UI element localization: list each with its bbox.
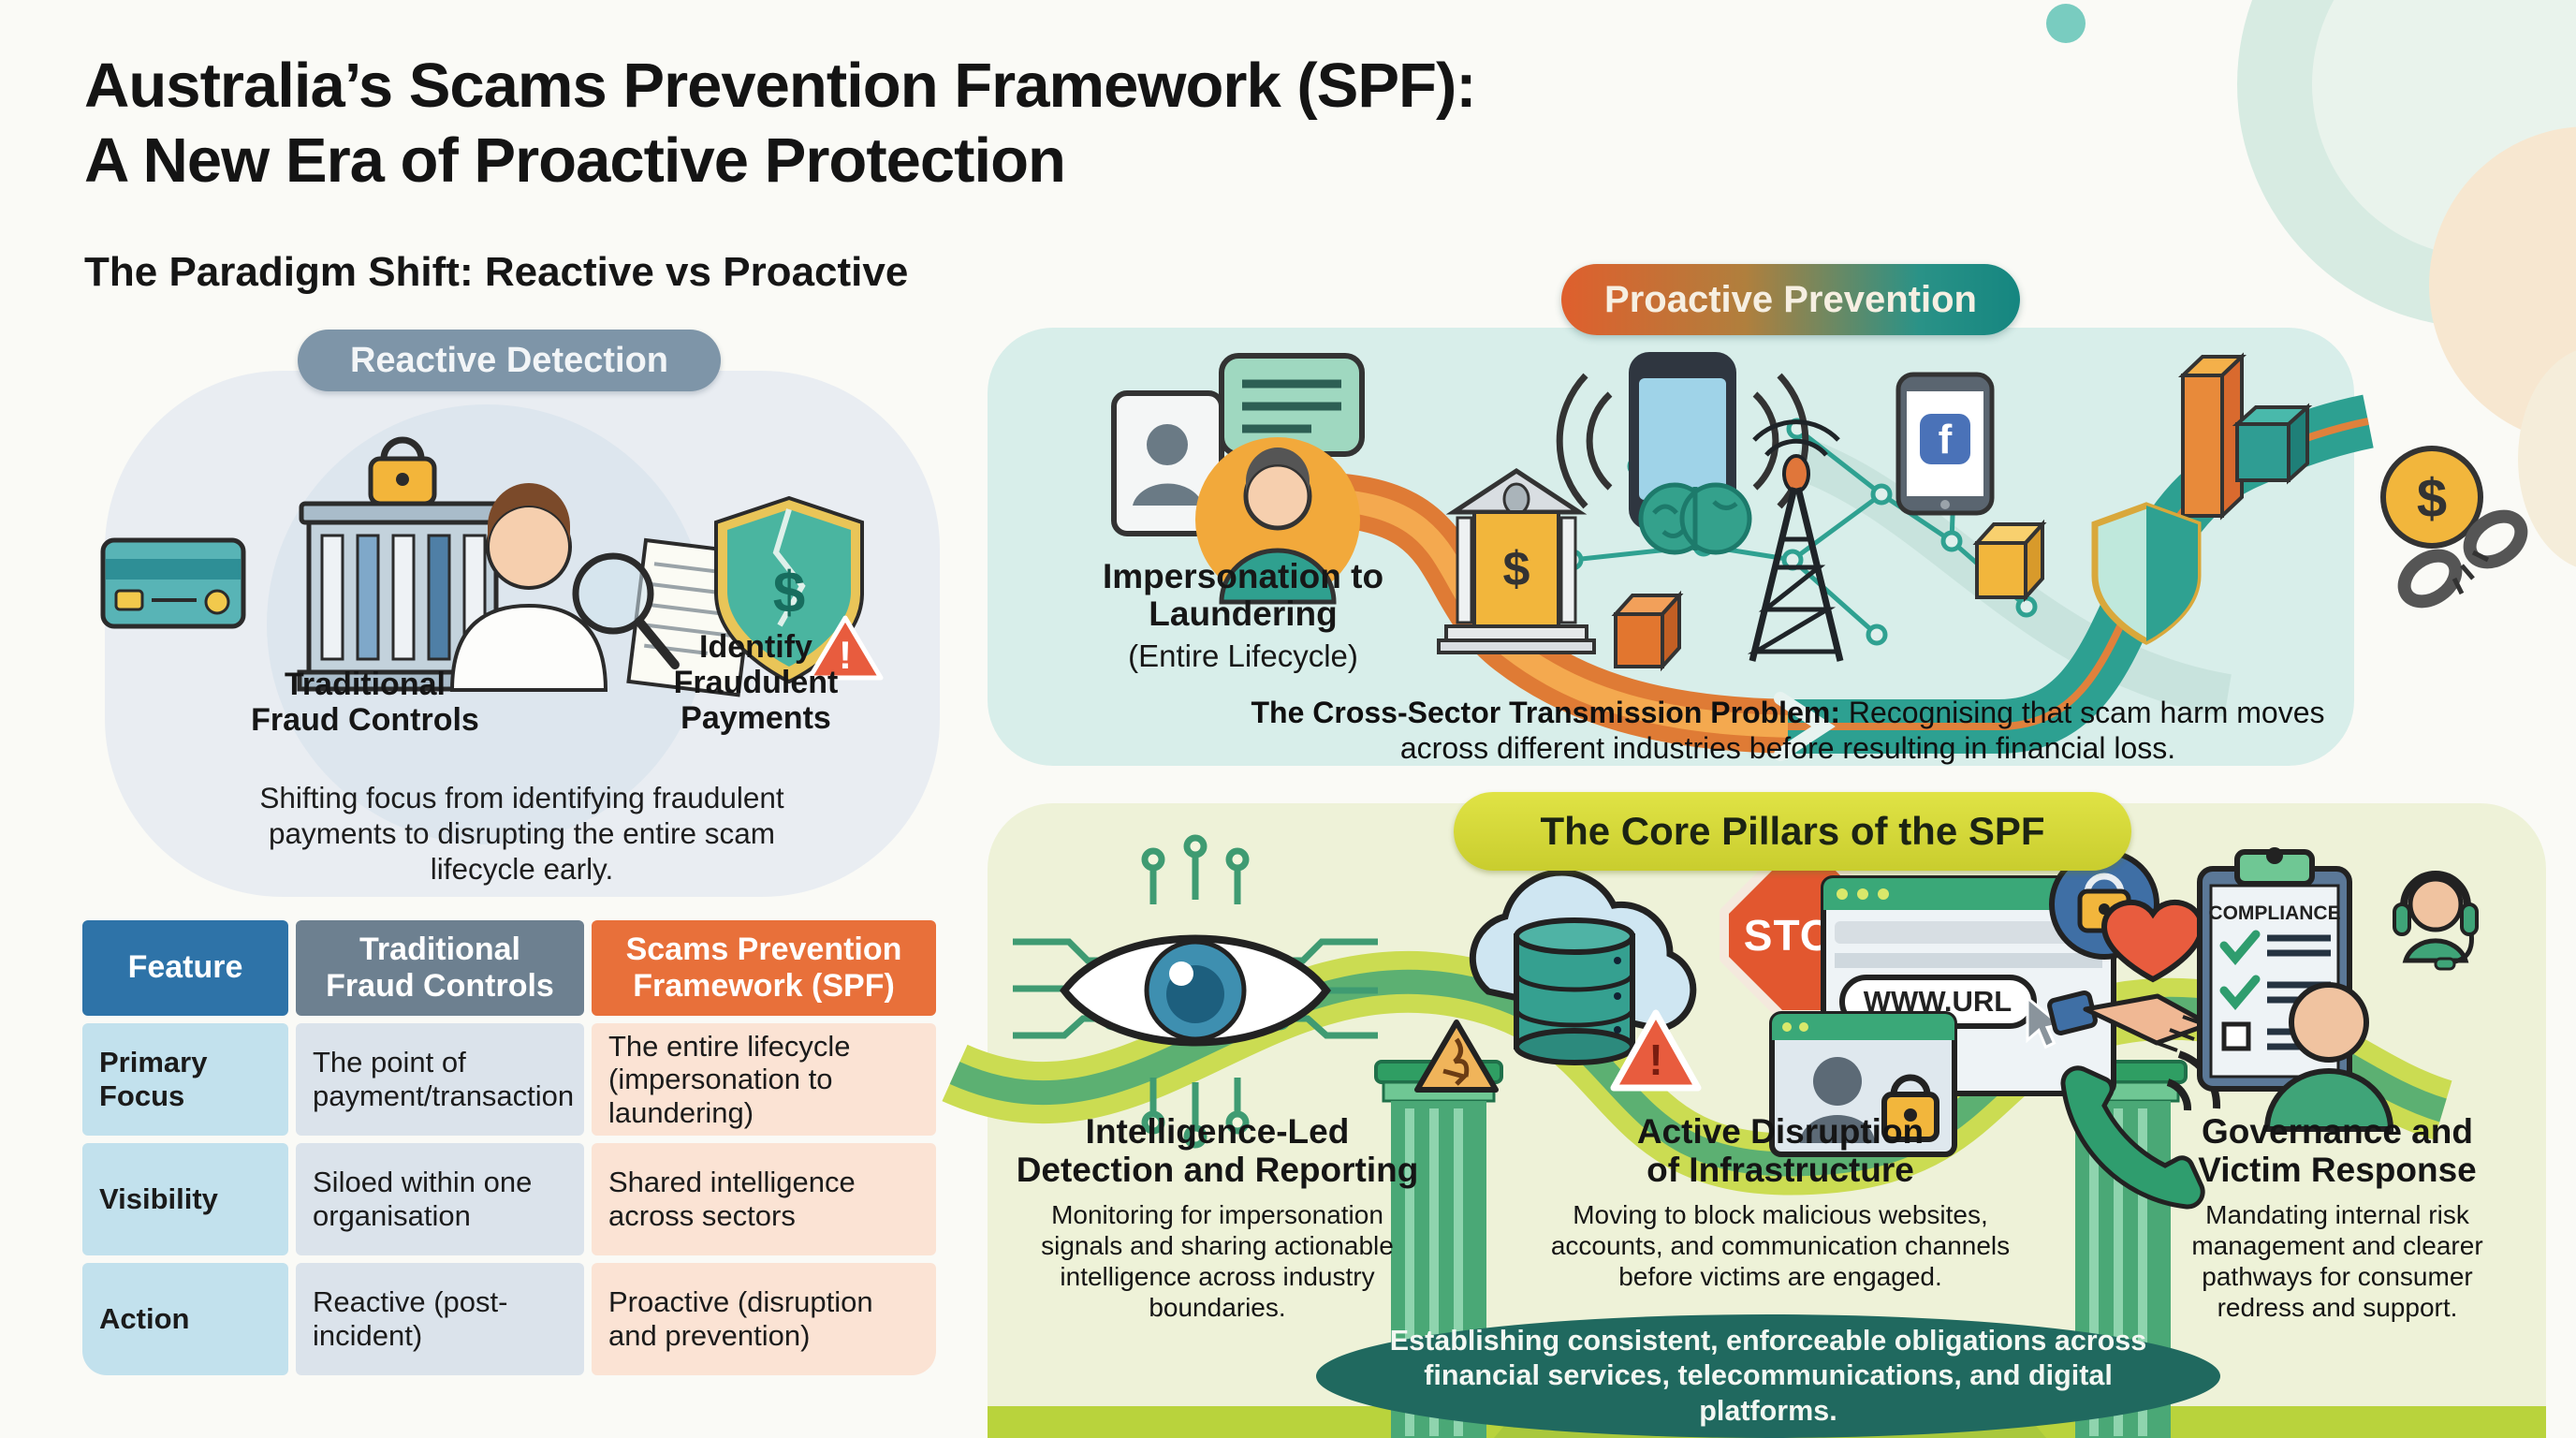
circuit-eye-icon <box>1013 834 1378 1149</box>
flow-label: Impersonation to Laundering (Entire Life… <box>1093 558 1393 674</box>
pillar-title: of Infrastructure <box>1647 1151 1914 1190</box>
title-line-2: A New Era of Proactive Protection <box>84 125 1066 197</box>
table-cell-traditional: The point of payment/transaction <box>296 1023 584 1136</box>
chevron-icon <box>1774 692 1836 761</box>
social-tablet-icon: f <box>1895 372 1995 516</box>
pillar-body: Mandating internal risk management and c… <box>2191 1199 2483 1322</box>
account-lock-icon <box>1769 1011 1957 1157</box>
package-cube-icon <box>1611 590 1684 672</box>
shield-dollar-warning-icon: $ ! <box>714 495 884 684</box>
support-agent-icon <box>2393 871 2479 971</box>
fire-warning-icon <box>1414 1020 1499 1093</box>
shield-dollar-text: $ <box>773 561 805 625</box>
flow-label-sub: (Entire Lifecycle) <box>1128 638 1358 673</box>
radio-tower-icon <box>1747 419 1844 662</box>
cross-sector-caption: The Cross-Sector Transmission Problem: R… <box>1240 695 2335 767</box>
table-header-traditional: Traditional Fraud Controls <box>296 920 584 1016</box>
cross-sector-caption-bold: The Cross-Sector Transmission Problem: <box>1251 696 1840 729</box>
shield-icon <box>2091 502 2202 645</box>
warning-triangle-icon: ! <box>807 615 884 681</box>
table-cell-traditional: Siloed within one organisation <box>296 1143 584 1255</box>
reactive-description: Shifting focus from identifying fraudule… <box>259 781 784 886</box>
cloud-database-icon: ! <box>1414 869 1702 1093</box>
cross-sector-caption-rest: Recognising that scam harm moves across … <box>1399 696 2325 766</box>
pillar-title: Governance and <box>2202 1112 2473 1151</box>
bar-chart-3d-icon <box>2178 352 2313 521</box>
proactive-flow-illustration: $ <box>1111 352 2528 761</box>
core-pillars-badge: The Core Pillars of the SPF <box>1454 792 2131 871</box>
warning-exclamation-text: ! <box>839 633 852 677</box>
comparison-table: Feature Traditional Fraud Controls Scams… <box>82 920 936 1375</box>
credit-card-icon <box>100 537 246 629</box>
reactive-detection-badge: Reactive Detection <box>298 330 721 391</box>
facebook-letter-text: f <box>1939 417 1953 462</box>
pillar-intelligence: Intelligence-Led Detection and Reporting… <box>1009 1112 1426 1323</box>
pillar-title: Detection and Reporting <box>1016 1151 1419 1190</box>
compliance-checklist-icon: COMPLIANCE <box>2197 847 2394 1132</box>
alert-triangle-icon: ! <box>1610 1009 1702 1092</box>
dollar-coin-broken-chain-icon: $ <box>2380 446 2528 609</box>
bank-dollar-icon: $ <box>1437 468 1596 654</box>
pillar-body: Monitoring for impersonation signals and… <box>1041 1199 1394 1322</box>
table-cell-spf: The entire lifecycle (impersonation to l… <box>592 1023 936 1136</box>
pillar-body: Moving to block malicious websites, acco… <box>1550 1199 2011 1291</box>
coin-dollar-text: $ <box>2417 468 2447 529</box>
reactive-illustration: $ ! <box>100 404 884 844</box>
pillar-title: Intelligence-Led <box>1085 1112 1350 1151</box>
table-header-spf: Scams Prevention Framework (SPF) <box>592 920 936 1016</box>
flow-label-bold: Impersonation to Laundering <box>1102 557 1384 633</box>
table-cell-feature: Primary Focus <box>82 1023 288 1136</box>
chat-bubble-icon <box>1219 353 1365 495</box>
brain-icon <box>1638 482 1752 555</box>
victim-person-icon <box>2263 982 2394 1132</box>
bank-lock-icon <box>297 436 508 692</box>
decorative-dot-teal <box>2046 4 2086 43</box>
page-title: Australia’s Scams Prevention Framework (… <box>84 49 1676 199</box>
paradigm-heading: The Paradigm Shift: Reactive vs Proactiv… <box>84 249 909 295</box>
table-cell-feature: Visibility <box>82 1143 288 1255</box>
table-cell-feature: Action <box>82 1263 288 1375</box>
bank-dollar-text: $ <box>1503 542 1530 596</box>
scammer-avatar-icon <box>1111 353 1365 605</box>
label-identify-fraudulent-payments: Identify Fraudulent Payments <box>673 629 839 737</box>
table-cell-spf: Proactive (disruption and prevention) <box>592 1263 936 1375</box>
core-pillars-illustration: ! STOP WWW.URL <box>942 834 2479 1438</box>
table-cell-traditional: Reactive (post-incident) <box>296 1263 584 1375</box>
pillar-governance: Governance and Victim Response Mandating… <box>2174 1112 2501 1323</box>
pillar-disruption: Active Disruption of Infrastructure Movi… <box>1546 1112 2014 1292</box>
obligations-text: Establishing consistent, enforceable obl… <box>1389 1325 2147 1427</box>
proactive-prevention-badge: Proactive Prevention <box>1561 264 2020 335</box>
id-card-icon <box>1111 390 1224 536</box>
alert-exclamation-text: ! <box>1648 1035 1662 1084</box>
pillar-title: Victim Response <box>2198 1151 2477 1190</box>
table-cell-spf: Shared intelligence across sectors <box>592 1143 936 1255</box>
obligations-oval: Establishing consistent, enforceable obl… <box>1316 1314 2220 1438</box>
label-traditional-fraud-controls: Traditional Fraud Controls <box>251 667 479 739</box>
pillar-title: Active Disruption <box>1636 1112 1925 1151</box>
title-line-1: Australia’s Scams Prevention Framework (… <box>84 51 1477 121</box>
compliance-text: COMPLIANCE <box>2208 902 2340 924</box>
browser-url-lock-icon: WWW.URL <box>1769 849 2221 1210</box>
package-cube-icon <box>1972 519 2047 603</box>
table-header-feature: Feature <box>82 920 288 1016</box>
